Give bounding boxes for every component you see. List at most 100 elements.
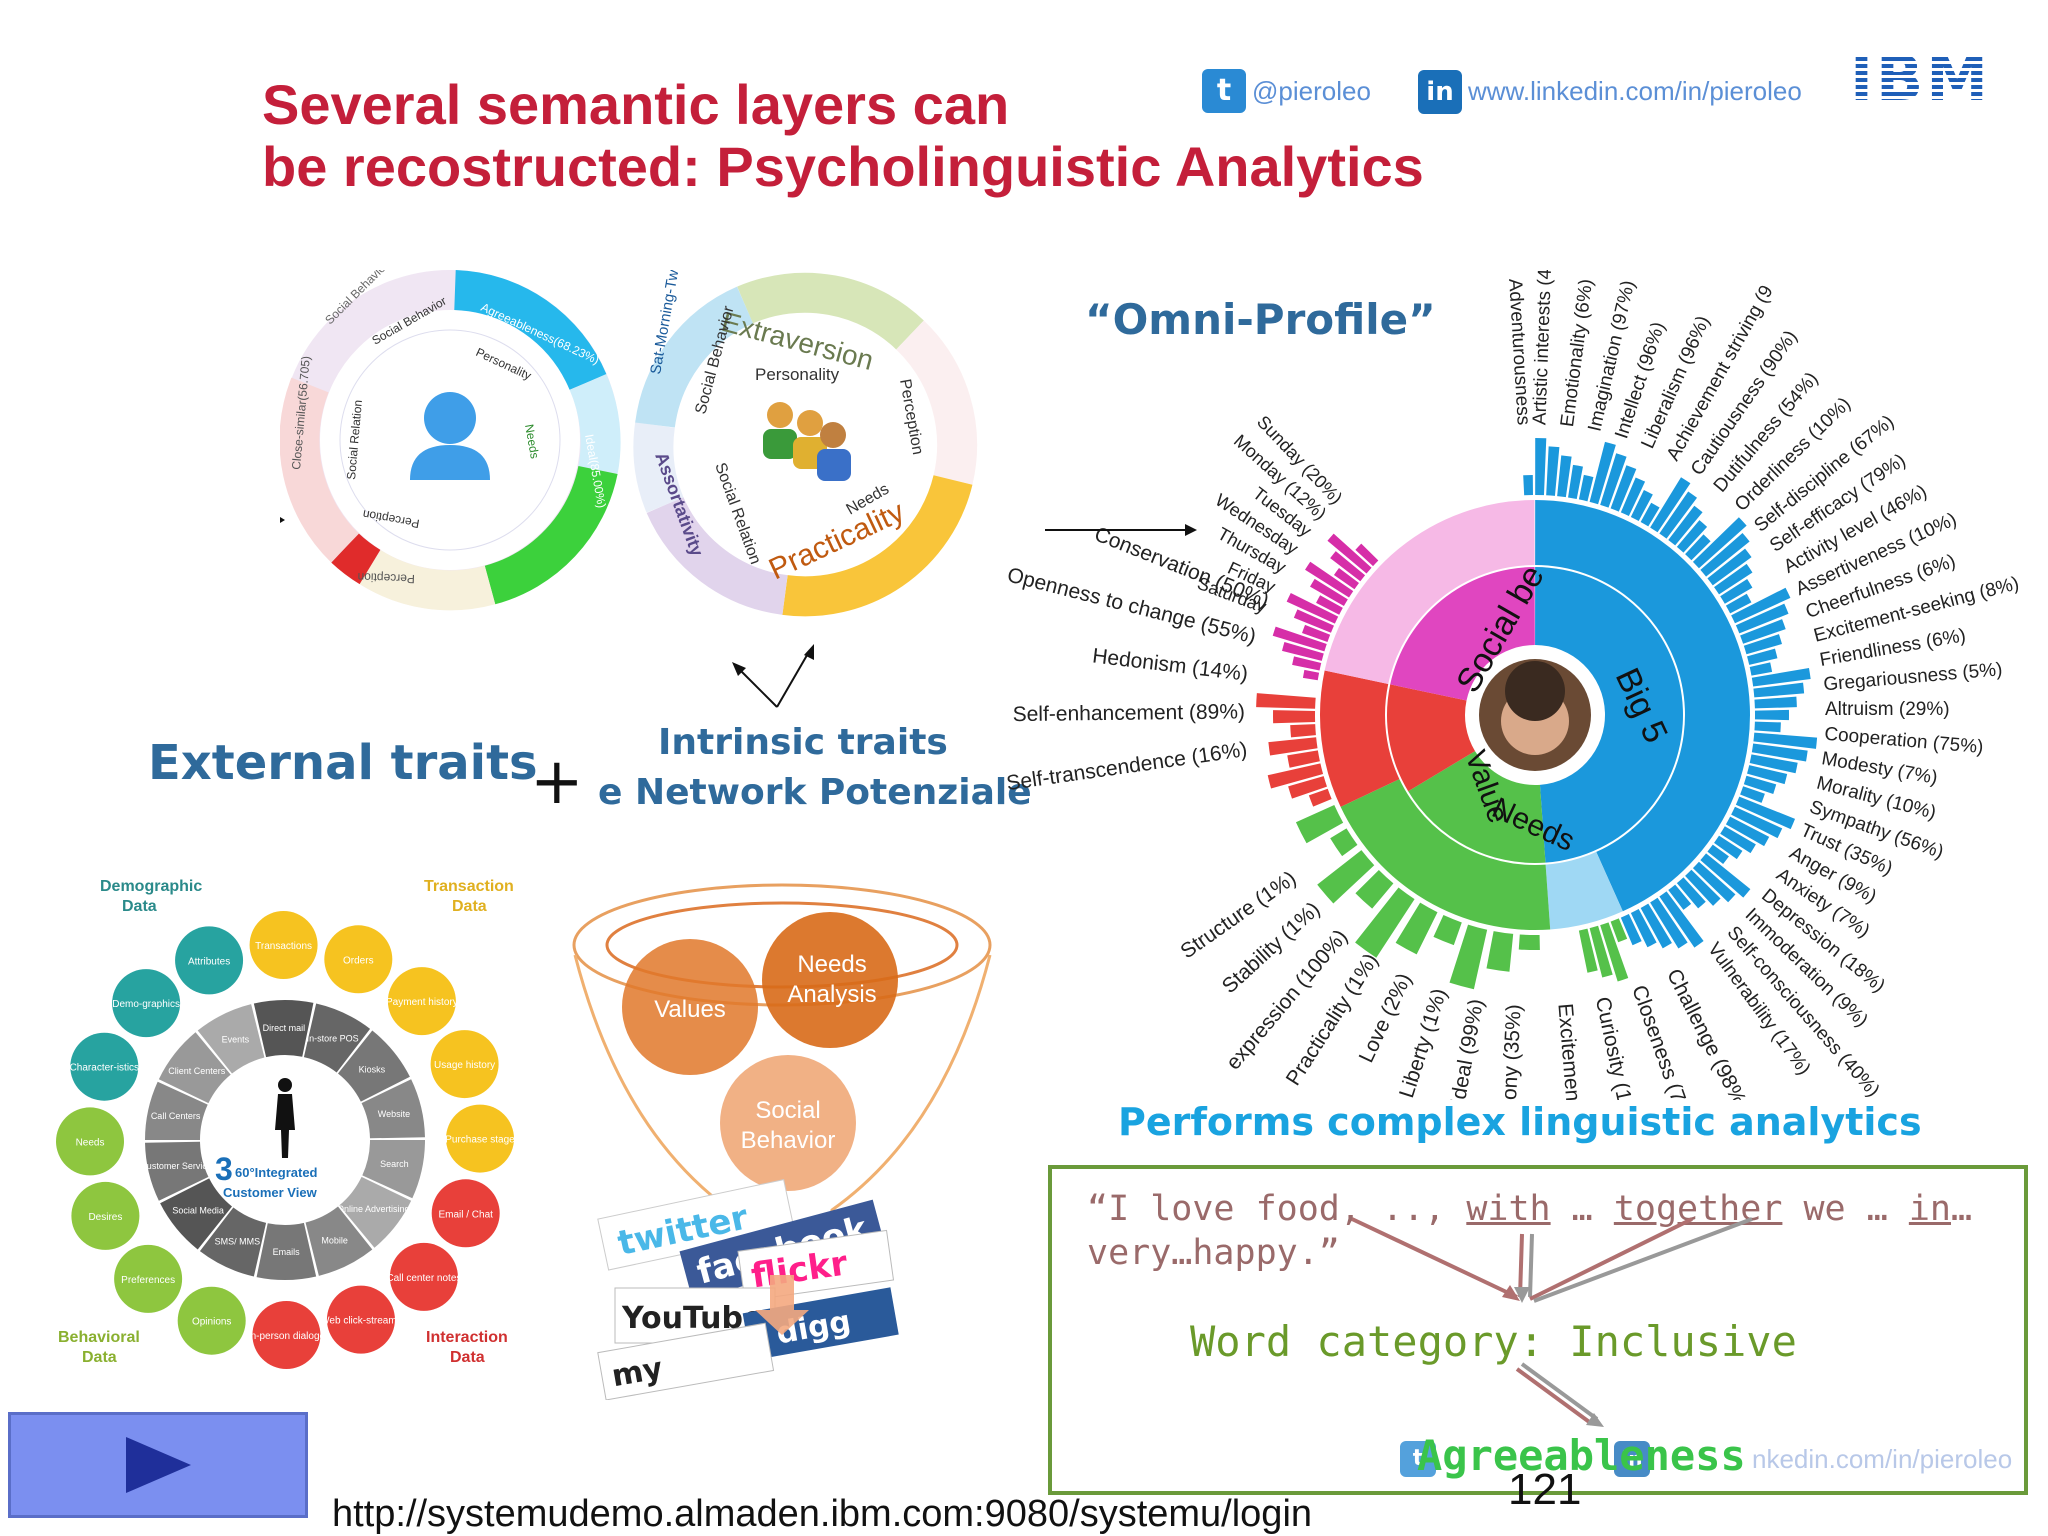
customer-data-node <box>114 1244 183 1313</box>
customer-data-node-label: Opinions <box>192 1317 231 1328</box>
trait-bar <box>1676 520 1708 553</box>
trait-bar <box>1751 743 1808 762</box>
behavior-bar <box>1282 642 1324 661</box>
channel-segment-label: In-store POS <box>307 1034 359 1044</box>
personality-ring-diagrams: Agreeableness(68.23%) Personality Social… <box>280 270 978 708</box>
trait-bar <box>1735 603 1789 634</box>
behavior-bar <box>1316 595 1343 615</box>
trait-bar <box>1747 648 1778 665</box>
trait-bar <box>1740 786 1765 803</box>
twitter-icon-faded: t <box>1400 1441 1436 1477</box>
behavior-bar <box>1292 656 1322 671</box>
trait-bar <box>1714 835 1743 860</box>
twitter-icon[interactable]: t <box>1202 69 1246 113</box>
channel-segment <box>145 1081 208 1140</box>
trait-label: Excitement (39 <box>1553 1003 1587 1100</box>
trait-bar <box>1747 765 1788 785</box>
needs-analysis-circle <box>762 912 898 1048</box>
svg-text:Needs: Needs <box>522 423 542 460</box>
page-number: 121 <box>1508 1465 1582 1514</box>
need-bar <box>1518 934 1540 950</box>
value-bar <box>1290 724 1316 738</box>
trait-bar <box>1650 477 1691 533</box>
trait-bar <box>1731 806 1783 839</box>
trait-bar <box>1749 662 1773 676</box>
svg-text:Data: Data <box>452 898 487 915</box>
analytics-arrows <box>1351 1217 1753 1427</box>
behavior-bar <box>1286 592 1339 624</box>
behavior-bar <box>1302 624 1331 642</box>
linkedin-icon[interactable]: in <box>1418 70 1462 114</box>
faded-linkedin-url: nkedin.com/in/pieroleo <box>1752 1444 2013 1474</box>
channel-segment-label: Client Centers <box>168 1066 226 1076</box>
twitter-handle[interactable]: @pieroleo <box>1252 76 1371 106</box>
values-circle <box>622 939 758 1075</box>
customer-data-node <box>431 1179 500 1248</box>
value-bar <box>1308 788 1332 807</box>
channel-segment <box>158 1032 231 1104</box>
play-button[interactable] <box>8 1412 308 1518</box>
trait-bar <box>1753 682 1805 698</box>
omni-profile-title: “Omni-Profile” <box>1085 295 1436 344</box>
channel-segment-label: Website <box>378 1109 410 1119</box>
trait-bar <box>1535 438 1547 496</box>
channel-segment-label: Call Centers <box>151 1111 201 1121</box>
trait-bar <box>1700 533 1750 577</box>
customer-data-node <box>71 1181 140 1250</box>
customer-data-node <box>177 1286 246 1355</box>
channel-segment <box>305 1206 373 1276</box>
linkedin-url[interactable]: www.linkedin.com/in/pieroleo <box>1468 76 1802 106</box>
customer-data-node <box>324 925 393 994</box>
trait-bar <box>1668 505 1703 546</box>
channel-segment-label: Direct mail <box>263 1023 306 1033</box>
behavior-bar <box>1305 561 1354 598</box>
sample-quote: “I love food, .., with … together we … i… <box>1087 1189 1973 1229</box>
agreeableness-segment <box>453 270 607 391</box>
value-bar <box>1256 693 1316 709</box>
trait-label: Self-transcendence (16%) <box>1005 738 1249 795</box>
svg-text:Data: Data <box>82 1349 117 1366</box>
channel-segment <box>145 1141 209 1201</box>
svg-text:Perception: Perception <box>896 378 926 456</box>
value-bar <box>1268 737 1318 756</box>
trait-bar <box>1740 619 1786 644</box>
customer-data-node-label: Desires <box>88 1212 122 1223</box>
trait-bar <box>1700 853 1751 898</box>
svg-text:Social: Social <box>755 1097 820 1124</box>
plus-sign: + <box>530 745 584 819</box>
channel-segment-label: Kiosks <box>359 1064 386 1074</box>
channel-segment-label: Emails <box>273 1247 301 1257</box>
trait-bar <box>1676 877 1706 909</box>
trait-bar <box>1749 754 1798 774</box>
trait-bar <box>1557 455 1572 498</box>
channel-segment-label: Customer Service <box>140 1161 212 1171</box>
customer-data-node <box>389 1242 458 1311</box>
ring-diagram-2: Extraversion Personality Sat-Morning-Twe… <box>633 270 978 617</box>
customer-data-node <box>445 1104 514 1173</box>
customer-data-node-label: Attributes <box>188 956 230 967</box>
customer-data-node-label: Email / Chat <box>438 1209 493 1220</box>
trait-label: Hedonism (14%) <box>1091 644 1249 685</box>
channel-segment-label: Mobile <box>321 1235 348 1245</box>
trait-bar <box>1650 897 1688 949</box>
title-line-1: Several semantic layers can <box>262 73 1010 136</box>
customer-data-node-label: In-person dialoge <box>248 1331 326 1342</box>
customer-data-node-label: Orders <box>343 955 374 966</box>
trait-bar <box>1640 903 1672 949</box>
customer-view-wheel: Demographic Data Transaction Data Behavi… <box>56 878 515 1369</box>
ibm-logo-text: IBM <box>1850 50 1988 106</box>
svg-text:Needs: Needs <box>797 951 866 978</box>
trait-bar <box>1600 453 1627 508</box>
linkedin-icon-faded: in <box>1614 1441 1650 1477</box>
channel-segment <box>337 1030 410 1102</box>
customer-data-node-label: Character-istics <box>70 1063 139 1074</box>
value-bar <box>1288 776 1327 799</box>
svg-text:Personality: Personality <box>755 365 840 384</box>
channel-segment <box>256 1222 317 1280</box>
demo-url[interactable]: http://systemudemo.almaden.ibm.com:9080/… <box>332 1493 1313 1535</box>
trait-bar <box>1600 922 1629 982</box>
needs-funnel: Values Needs Analysis Social Behavior tw… <box>572 883 992 1400</box>
behavior-bar <box>1355 543 1379 567</box>
word-category: Word category: Inclusive <box>1190 1317 1797 1366</box>
trait-bar <box>1630 489 1653 521</box>
